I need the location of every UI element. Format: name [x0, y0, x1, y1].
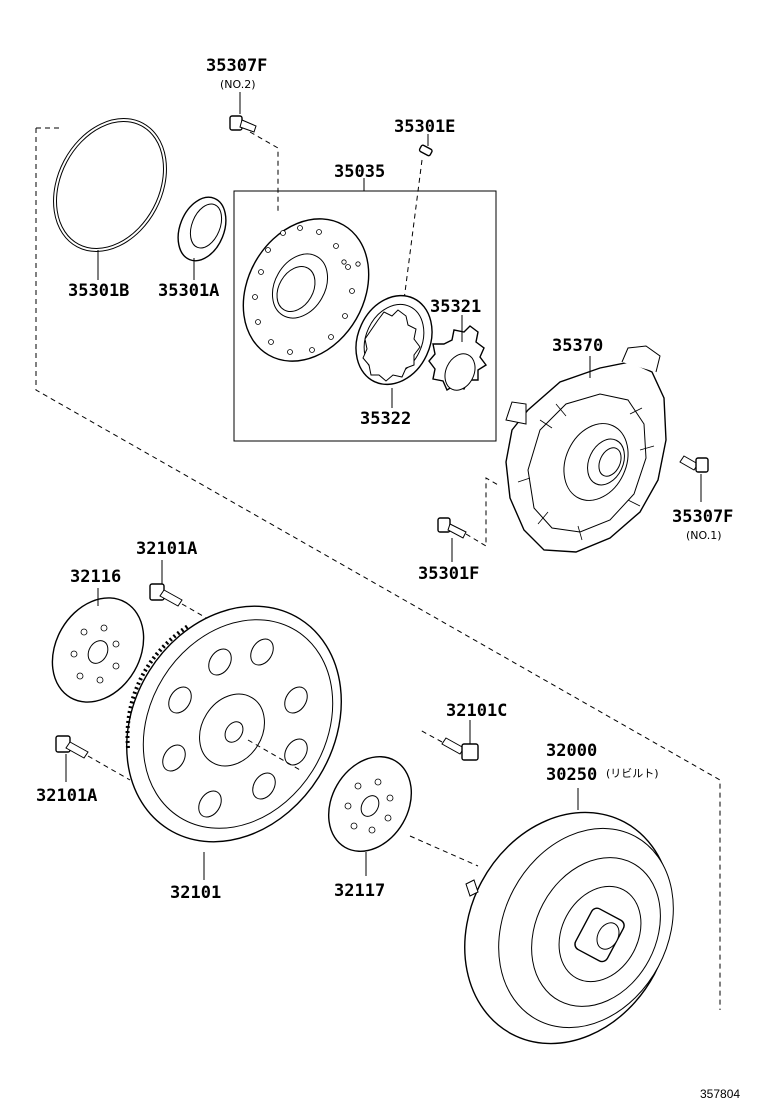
bolt-holes	[252, 225, 361, 355]
diagram-reference-number: 357804	[700, 1087, 740, 1101]
label-32101a-bottom: 32101A	[36, 786, 97, 806]
label-35321: 35321	[430, 297, 481, 317]
oil-seal-35301a[interactable]	[169, 190, 235, 268]
torque-converter-32000[interactable]	[425, 776, 711, 1080]
label-35370: 35370	[552, 336, 603, 356]
pin-35301e[interactable]	[418, 144, 433, 157]
bolt-32101c[interactable]	[441, 737, 479, 761]
label-35301b: 35301B	[68, 281, 129, 301]
drive-plate-32101[interactable]	[83, 566, 384, 882]
label-32000: 32000	[546, 741, 597, 761]
spacer-plate-32117[interactable]	[312, 742, 428, 867]
label-32117: 32117	[334, 881, 385, 901]
label-35307f-no2-sub: (NO.2)	[220, 78, 256, 91]
label-35301a: 35301A	[158, 281, 219, 301]
label-35307f-no1: 35307F	[672, 507, 733, 527]
driven-gear-35322[interactable]	[342, 283, 446, 397]
label-32116: 32116	[70, 567, 121, 587]
bolt-path-32101c	[419, 729, 443, 743]
label-35035: 35035	[334, 162, 385, 182]
assembly-outline	[35, 127, 721, 1010]
label-32101a-top: 32101A	[136, 539, 197, 559]
pump-cover-35370[interactable]	[505, 345, 667, 553]
cover-ribs	[517, 403, 655, 541]
ring-gear-teeth	[125, 624, 190, 749]
label-32101c: 32101C	[446, 701, 507, 721]
bolt-32101a-top[interactable]	[149, 583, 183, 607]
pin-path-35301e	[403, 159, 423, 301]
center-axis-path	[247, 739, 479, 867]
spacer-plate-32116[interactable]	[34, 581, 162, 718]
label-30250-sub: (リビルト)	[606, 767, 659, 780]
label-35301e: 35301E	[394, 117, 455, 137]
label-35307f-no1-sub: (NO.1)	[686, 529, 722, 542]
bolt-path-32101a-bottom	[87, 755, 131, 781]
bolt-35307f-no1[interactable]	[679, 455, 709, 473]
bolt-path-no2	[249, 131, 279, 212]
pump-body-kit-box	[233, 190, 497, 442]
drive-gear-35321[interactable]	[428, 325, 488, 395]
bolt-path-35301f	[465, 477, 501, 547]
pump-body-plate[interactable]	[218, 196, 393, 384]
label-35301f: 35301F	[418, 564, 479, 584]
bolt-35301f[interactable]	[437, 517, 467, 539]
bolt-35307f-no2[interactable]	[229, 115, 257, 133]
label-32101: 32101	[170, 883, 221, 903]
label-30250: 30250	[546, 765, 597, 785]
label-35322: 35322	[360, 409, 411, 429]
bolt-32101a-bottom[interactable]	[55, 735, 89, 759]
label-35307f-no2: 35307F	[206, 56, 267, 76]
drive-plate-holes	[162, 638, 308, 818]
o-ring-35301b[interactable]	[31, 99, 189, 271]
